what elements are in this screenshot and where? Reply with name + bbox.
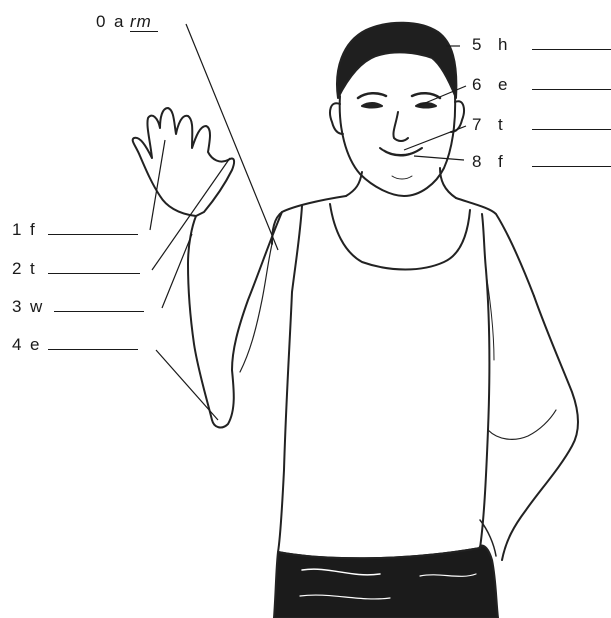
answer-blank-2[interactable] [48, 259, 140, 274]
label-4: 4 e [12, 335, 138, 355]
raised-hand [133, 108, 234, 216]
label-first-letter: t [30, 259, 48, 279]
label-first-letter: f [490, 152, 532, 172]
tank-top [278, 206, 489, 558]
hair [337, 23, 456, 98]
nose [393, 112, 408, 141]
label-5: 5 h [472, 35, 611, 55]
answer-blank-4[interactable] [48, 335, 138, 350]
label-number: 1 [12, 220, 30, 240]
label-0: 0 a rm [96, 12, 158, 32]
label-first-letter: t [490, 115, 532, 135]
raised-arm-outer [188, 212, 282, 427]
example-answer: rm [130, 13, 158, 32]
label-first-letter: a [114, 12, 130, 32]
eyebrow-left [358, 93, 386, 98]
answer-blank-3[interactable] [54, 297, 144, 312]
label-number: 8 [472, 152, 490, 172]
neck [346, 172, 362, 196]
label-number: 5 [472, 35, 490, 55]
label-first-letter: w [30, 297, 54, 317]
label-1: 1 f [12, 220, 138, 240]
label-8: 8 f [472, 152, 611, 172]
label-first-letter: f [30, 220, 48, 240]
label-number: 3 [12, 297, 30, 317]
label-6: 6 e [472, 75, 611, 95]
answer-blank-6[interactable] [532, 75, 611, 90]
label-first-letter: e [30, 335, 48, 355]
answer-blank-5[interactable] [532, 35, 611, 50]
label-first-letter: e [490, 75, 532, 95]
label-number: 7 [472, 115, 490, 135]
leader-line-8 [414, 156, 464, 160]
leader-line-6 [418, 86, 466, 106]
answer-blank-7[interactable] [532, 115, 611, 130]
leader-line-7 [404, 126, 466, 150]
label-3: 3 w [12, 297, 144, 317]
eyebrow-right [412, 93, 440, 98]
leader-line-4 [156, 350, 218, 420]
answer-blank-8[interactable] [532, 152, 611, 167]
label-first-letter: h [490, 35, 532, 55]
label-number: 4 [12, 335, 30, 355]
answer-blank-1[interactable] [48, 220, 138, 235]
eye-left [362, 103, 382, 108]
face-outline [340, 96, 455, 196]
label-number: 2 [12, 259, 30, 279]
label-2: 2 t [12, 259, 140, 279]
label-number: 0 [96, 12, 114, 32]
label-number: 6 [472, 75, 490, 95]
label-7: 7 t [472, 115, 611, 135]
